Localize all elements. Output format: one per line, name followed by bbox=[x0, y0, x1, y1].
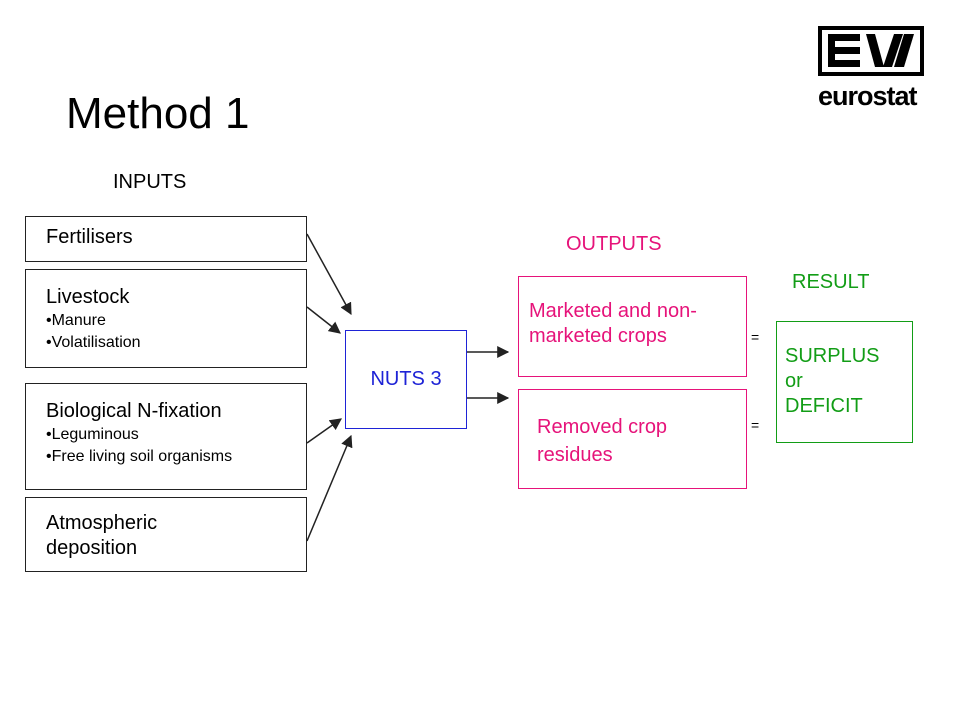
arrow-atmospheric bbox=[306, 434, 353, 542]
result-line: or bbox=[785, 370, 803, 392]
list-item: •Leguminous bbox=[46, 426, 139, 443]
arrow-biological bbox=[306, 418, 342, 444]
input-box-atmospheric: Atmospheric deposition bbox=[25, 497, 307, 572]
list-item: •Free living soil organisms bbox=[46, 448, 233, 465]
page-title: Method 1 bbox=[66, 89, 250, 138]
output-box-marketed: Marketed and non-marketed crops bbox=[518, 276, 747, 377]
inputs-heading: INPUTS bbox=[113, 171, 187, 193]
arrow-livestock bbox=[306, 306, 341, 334]
input-label: Fertilisers bbox=[46, 226, 133, 248]
nuts3-label: NUTS 3 bbox=[370, 368, 442, 390]
outputs-heading: OUTPUTS bbox=[566, 233, 662, 255]
output-label: Removed crop residues bbox=[537, 416, 668, 466]
nuts3-box: NUTS 3 bbox=[345, 330, 467, 429]
equals-sign: = bbox=[751, 329, 760, 345]
logo-text: eurostat bbox=[818, 81, 918, 111]
result-line: SURPLUS bbox=[785, 345, 880, 367]
eurostat-logo-icon bbox=[818, 26, 924, 76]
input-box-biological: Biological N-fixation •Leguminous •Free … bbox=[25, 383, 307, 490]
output-box-residues: Removed crop residues bbox=[518, 389, 747, 489]
input-box-livestock: Livestock •Manure •Volatilisation bbox=[25, 269, 307, 368]
result-line: DEFICIT bbox=[785, 395, 863, 417]
input-box-fertilisers: Fertilisers bbox=[25, 216, 307, 262]
result-heading: RESULT bbox=[792, 271, 870, 293]
arrow-fertilisers bbox=[306, 233, 352, 316]
list-item: •Manure bbox=[46, 312, 106, 329]
input-label: Atmospheric deposition bbox=[46, 512, 158, 559]
eurostat-logo: eurostat bbox=[818, 26, 926, 110]
output-label: Marketed and non-marketed crops bbox=[529, 300, 697, 347]
input-label: Biological N-fixation bbox=[46, 400, 222, 422]
input-label: Livestock bbox=[46, 286, 130, 308]
equals-sign: = bbox=[751, 417, 760, 433]
result-box: SURPLUS or DEFICIT bbox=[776, 321, 913, 443]
list-item: •Volatilisation bbox=[46, 334, 141, 351]
